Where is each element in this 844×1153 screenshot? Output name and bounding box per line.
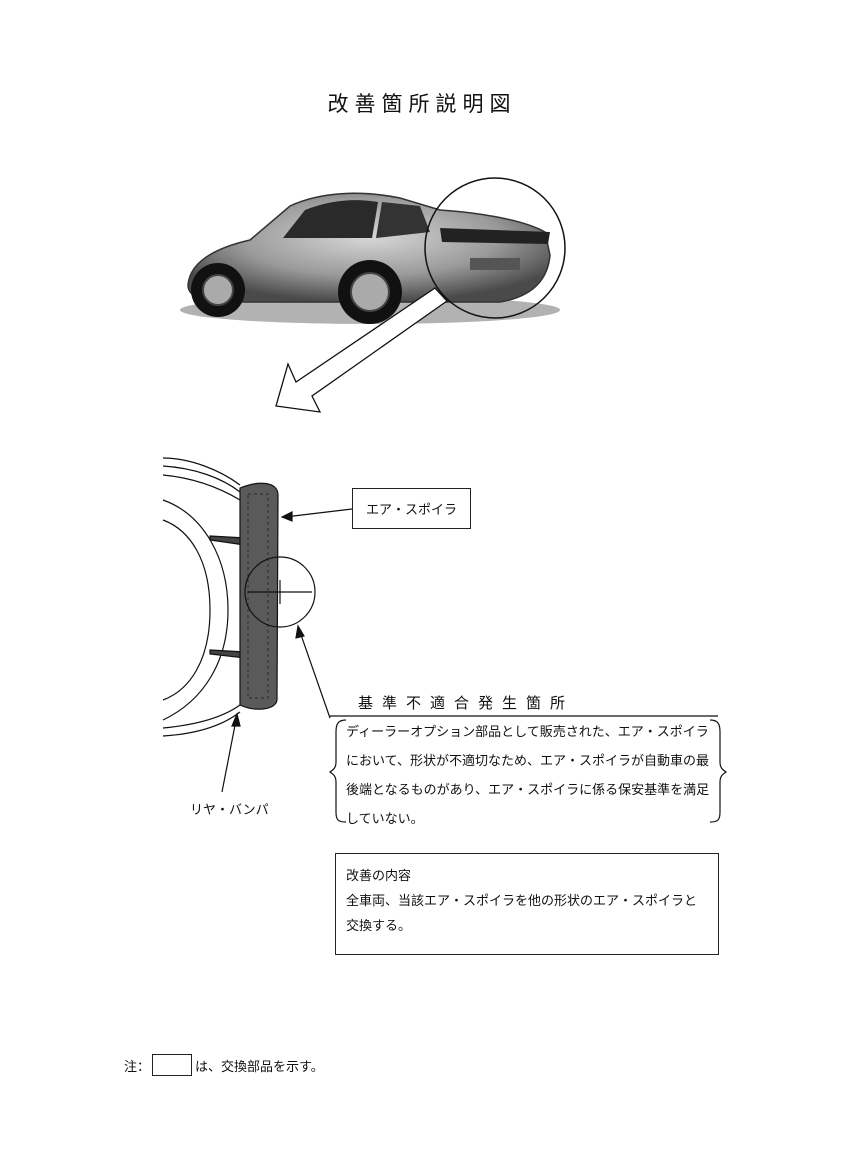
note-prefix: 注： xyxy=(124,1059,151,1075)
rear-view-drawing xyxy=(162,457,316,737)
improvement-text: 全車両、当該エア・スポイラを他の形状のエア・スポイラと交換する。 xyxy=(346,894,698,934)
leader-lines xyxy=(221,508,718,793)
improvement-box: 改善の内容 全車両、当該エア・スポイラを他の形状のエア・スポイラと交換する。 xyxy=(335,853,719,955)
nonconformity-brackets xyxy=(328,719,728,823)
rear-bumper-label: リヤ・バンパ xyxy=(190,803,269,818)
spoiler-label: エア・スポイラ xyxy=(352,488,471,529)
car-photo xyxy=(180,177,566,324)
page-title: 改善箇所説明図 xyxy=(327,92,517,116)
nonconformity-text: ディーラーオプション部品として販売された、エア・スポイラにおいて、形状が不適切な… xyxy=(346,725,710,827)
nonconformity-heading: 基準不適合発生箇所 xyxy=(358,694,575,712)
improvement-heading: 改善の内容 xyxy=(346,869,412,884)
note-legend-box xyxy=(152,1054,193,1076)
note-suffix: は、交換部品を示す。 xyxy=(195,1059,324,1075)
note: 注： は、交換部品を示す。 xyxy=(124,1054,324,1076)
pointer-arrow xyxy=(275,287,448,413)
